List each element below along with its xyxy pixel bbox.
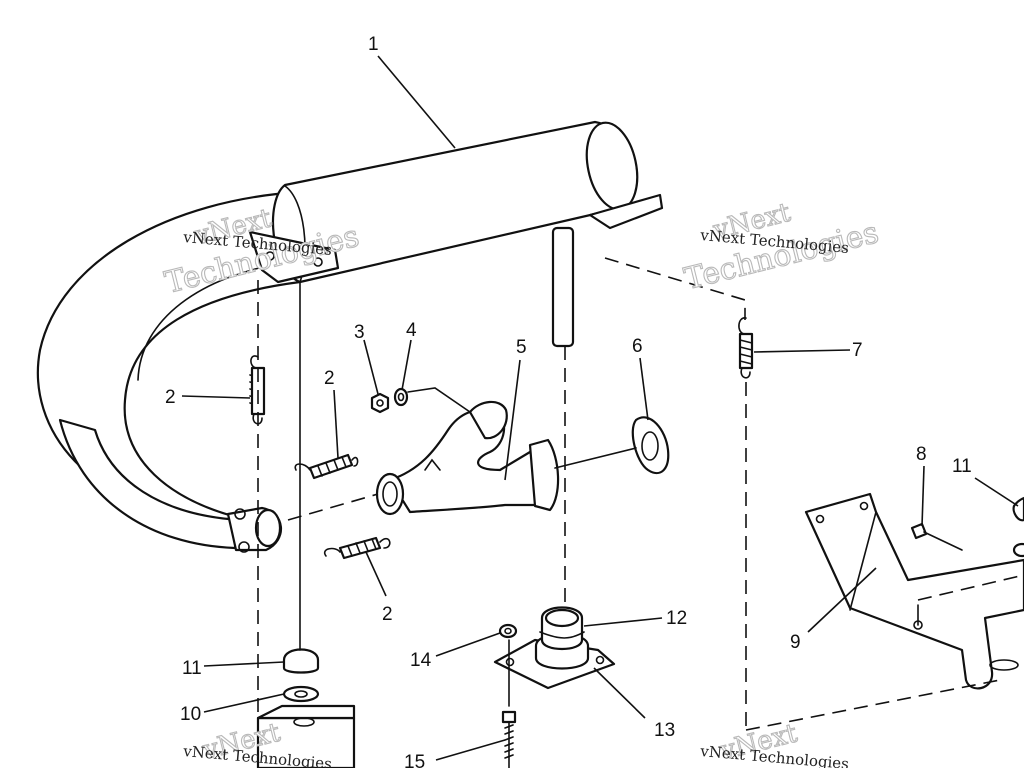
- callout-6: 6: [632, 336, 643, 357]
- callout-11-right: 11: [952, 456, 972, 477]
- callout-2-middle: 2: [324, 368, 335, 389]
- bolt: [501, 710, 517, 768]
- spring-left-vertical: [249, 355, 266, 425]
- callout-3: 3: [354, 322, 365, 343]
- muffler-mount-post: [551, 226, 575, 348]
- y-pipe-manifold: [375, 400, 560, 516]
- lower-mount-hole: [293, 717, 315, 727]
- rubber-bumper: [282, 648, 320, 674]
- spring-pin: [910, 522, 963, 551]
- bracket-hole-1: [815, 514, 825, 524]
- callout-5: 5: [516, 337, 527, 358]
- callout-2-left: 2: [165, 387, 176, 408]
- callout-14: 14: [410, 650, 432, 671]
- spring-rear-vertical: [738, 317, 754, 379]
- callout-numbers: 1 2 2 2 3 4 5 6 7 8 9 10 11 11 12 13 14 …: [165, 34, 972, 768]
- small-washer-hole: [504, 627, 512, 635]
- y-pipe-right-flange: [528, 438, 560, 512]
- mounting-bracket: [804, 492, 1024, 690]
- lower-mount-block-top: [256, 704, 356, 720]
- y-pipe-weld-mark: [424, 458, 441, 471]
- leader-lines: [181, 55, 1019, 761]
- washer: [393, 387, 409, 407]
- bracket-hole-2: [859, 501, 869, 511]
- coupler-hook-top: [234, 508, 246, 520]
- muffler-front-bracket: [248, 230, 340, 284]
- exhaust-gasket: [631, 416, 670, 475]
- callout-15: 15: [404, 752, 425, 768]
- callout-11-left: 11: [182, 658, 202, 679]
- bracket-hole-right: [313, 257, 323, 267]
- head-pipe-inner-line: [137, 261, 291, 381]
- rubber-isolator-mount: [493, 606, 616, 690]
- muffler-assembly: [36, 120, 664, 553]
- washer-hole: [397, 392, 405, 402]
- mount-plate-hole-right: [595, 655, 605, 665]
- y-pipe-inlet-opening: [375, 472, 405, 516]
- spring-lower-diagonal: [323, 536, 391, 560]
- coupler-opening: [254, 508, 282, 548]
- callout-4: 4: [406, 320, 417, 341]
- y-pipe-inlet-inner: [382, 481, 398, 507]
- flat-washer: [282, 685, 320, 703]
- bracket-hole-left: [265, 251, 275, 261]
- mount-stud-top: [544, 608, 580, 628]
- small-washer: [498, 623, 518, 639]
- flat-washer-hole: [294, 690, 308, 698]
- callout-9: 9: [790, 632, 801, 653]
- nut-hole: [376, 399, 384, 407]
- gasket-hole: [641, 431, 659, 461]
- right-bumper: [1012, 496, 1024, 522]
- nut: [370, 392, 390, 414]
- callout-10: 10: [180, 704, 201, 725]
- y-pipe-body: [388, 408, 551, 514]
- assembly-lines: [257, 257, 1024, 768]
- callout-13: 13: [654, 720, 675, 741]
- callout-12: 12: [666, 608, 687, 629]
- callout-7: 7: [852, 340, 863, 361]
- y-pipe-upper-flange: [468, 400, 508, 440]
- callout-2-lower: 2: [382, 604, 393, 625]
- mount-plate-hole-left: [505, 657, 515, 667]
- muffler-rear-tab: [588, 193, 664, 230]
- bracket-slot: [989, 659, 1019, 671]
- callout-1: 1: [368, 34, 379, 55]
- coupler-hook-bottom: [238, 541, 250, 553]
- right-washer: [1012, 542, 1024, 558]
- spring-middle-diagonal: [294, 453, 359, 480]
- callout-8: 8: [916, 444, 927, 465]
